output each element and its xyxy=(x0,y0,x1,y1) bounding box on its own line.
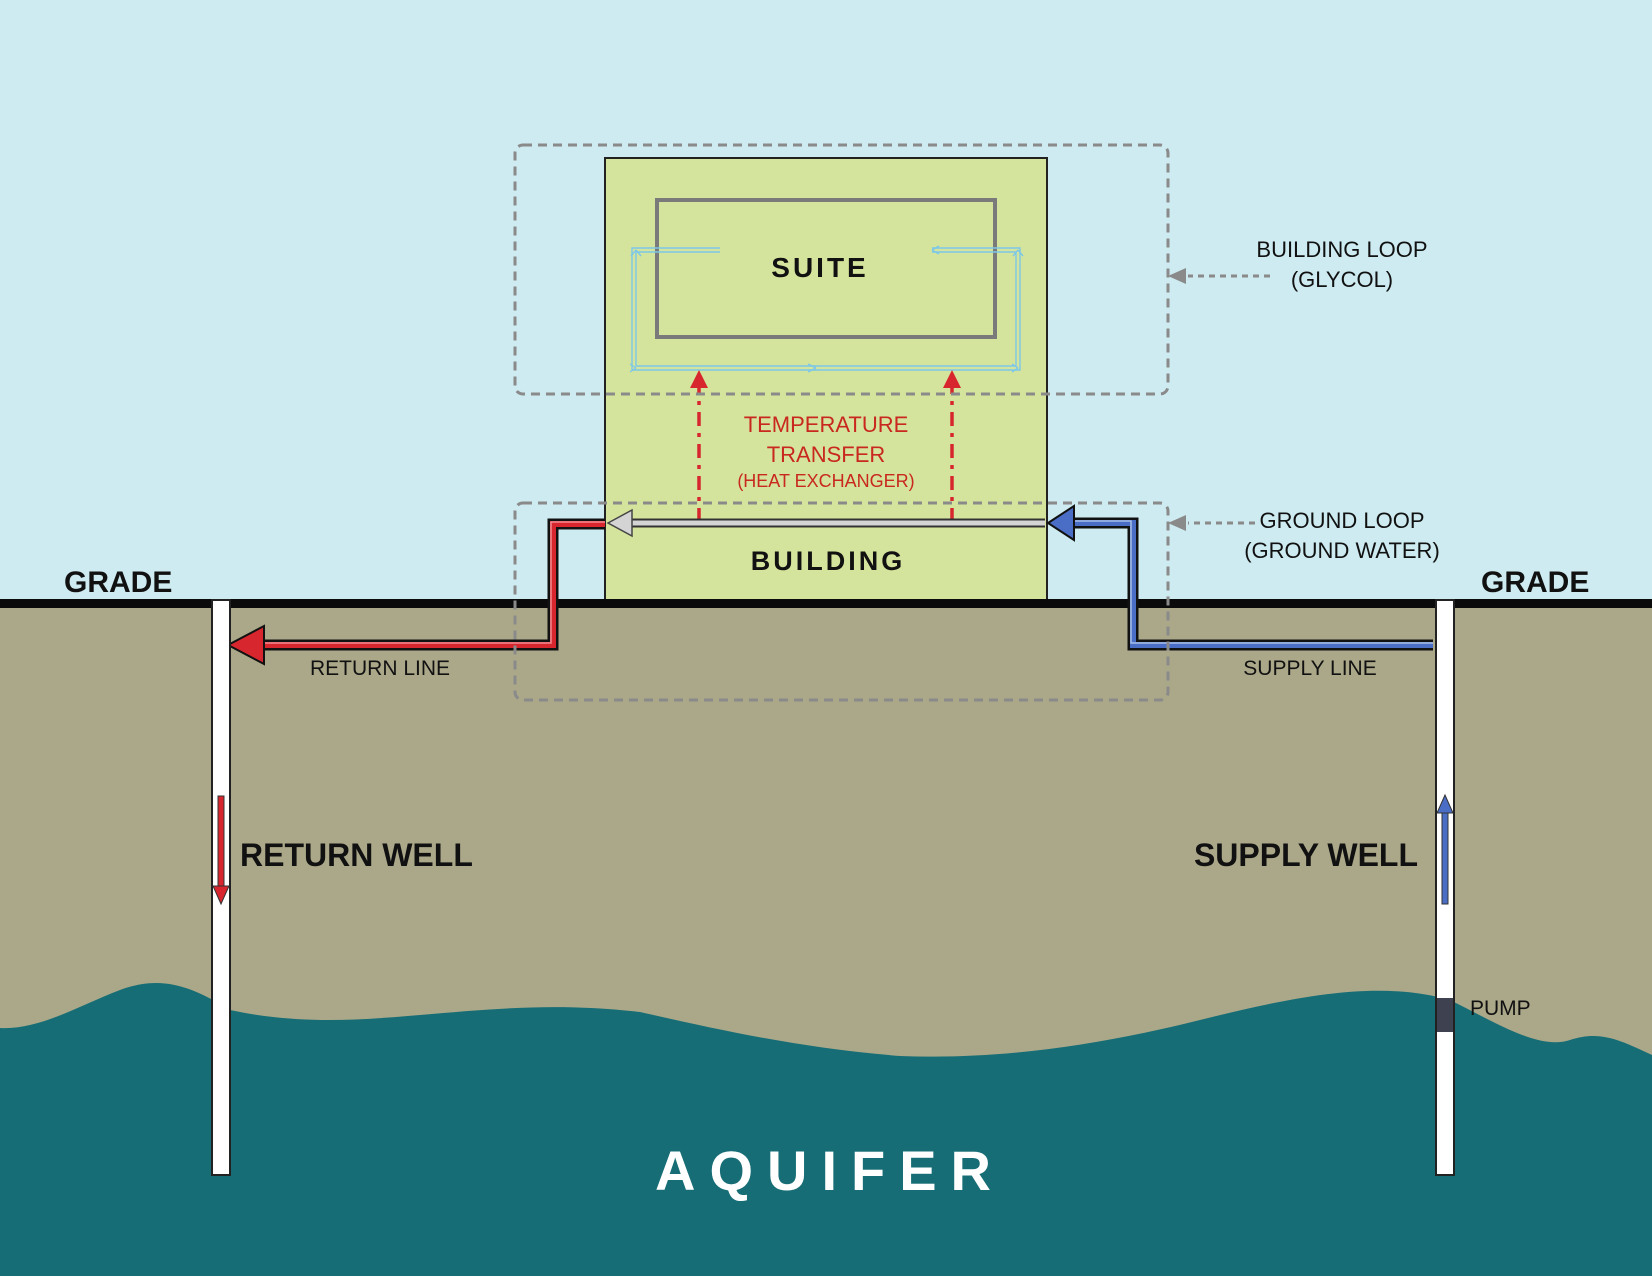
return-line-label: RETURN LINE xyxy=(310,657,450,680)
return-pipe xyxy=(225,518,605,666)
suite-box xyxy=(655,198,997,339)
supply-pipe xyxy=(1046,504,1433,651)
supply-well-arrow xyxy=(1436,793,1454,905)
pump xyxy=(1437,998,1453,1032)
aquifer-body xyxy=(0,982,1652,1276)
exchanger-pipe xyxy=(606,508,1045,538)
callout-arrows xyxy=(1168,268,1270,531)
return-well-label: RETURN WELL xyxy=(240,837,473,873)
supply-line-label: SUPPLY LINE xyxy=(1243,657,1376,680)
aquifer-label: AQUIFER xyxy=(655,1139,1005,1202)
suite-label: SUITE xyxy=(771,252,868,283)
pump-label: PUMP xyxy=(1470,997,1531,1020)
heat-transfer-arrows xyxy=(690,370,961,522)
building-loop-box xyxy=(513,143,1170,396)
building-loop-label: BUILDING LOOP xyxy=(1256,237,1427,262)
grade-label-left: GRADE xyxy=(64,566,172,599)
building xyxy=(604,157,1048,603)
grade-label-right: GRADE xyxy=(1481,566,1589,599)
ground-loop-sublabel: (GROUND WATER) xyxy=(1244,538,1440,563)
ground-loop-box xyxy=(513,501,1170,702)
heat-exchanger-label: (HEAT EXCHANGER) xyxy=(737,471,914,491)
temperature-transfer-label-2: TRANSFER xyxy=(767,442,886,467)
glycol-loop xyxy=(629,245,1024,373)
return-well-arrow xyxy=(212,795,230,906)
temperature-transfer-label: TEMPERATURE xyxy=(744,412,909,437)
building-loop-sublabel: (GLYCOL) xyxy=(1291,267,1393,292)
ground-loop-label: GROUND LOOP xyxy=(1259,508,1424,533)
grade-line xyxy=(0,599,1652,608)
building-label: BUILDING xyxy=(751,546,906,576)
supply-well-label: SUPPLY WELL xyxy=(1194,837,1418,873)
